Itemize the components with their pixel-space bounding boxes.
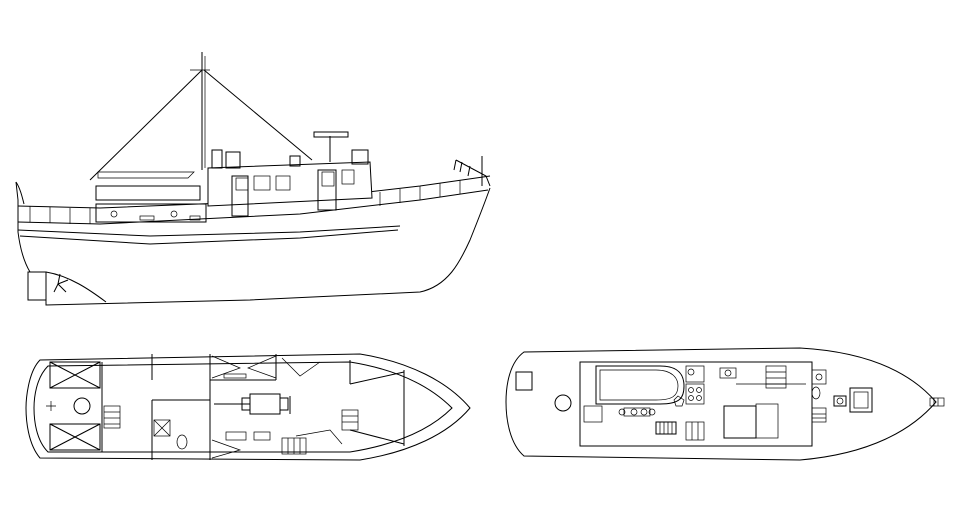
lower-hatch <box>73 397 91 415</box>
lower-tanks <box>211 355 343 459</box>
windlass-icon <box>833 395 847 407</box>
portholes <box>110 210 201 221</box>
helm-seat <box>655 421 677 435</box>
flybridge-console <box>351 149 369 165</box>
stay-aft <box>89 69 203 181</box>
deckhouse-lower <box>95 203 207 223</box>
saloon <box>579 361 813 447</box>
rubrail-line-2 <box>19 229 399 245</box>
gunwale-line-2 <box>17 189 489 225</box>
lower-stairs <box>103 405 359 455</box>
aft-cover-detail <box>97 171 195 179</box>
radar-antenna-icon <box>313 131 349 138</box>
saloon-seat <box>583 405 603 423</box>
helm-console <box>723 405 757 439</box>
dining-table <box>618 407 656 417</box>
boat-side-profile <box>15 52 491 306</box>
wheelhouse-door-2 <box>317 169 337 211</box>
main-stairs <box>685 365 787 441</box>
main-hatch <box>554 394 572 412</box>
bulwark-posts <box>29 180 461 224</box>
bollard-icon <box>46 401 56 411</box>
aft-cover <box>95 185 201 201</box>
main-deck-plan <box>505 347 945 461</box>
forward-hatch-inner <box>853 391 869 409</box>
stay-fore <box>203 69 313 161</box>
main-head <box>811 369 827 423</box>
aft-lockers <box>49 361 101 451</box>
wheelhouse-door <box>231 175 249 217</box>
rudder <box>27 271 47 301</box>
windlass-drum <box>836 397 844 405</box>
skeg-line <box>45 271 107 303</box>
galley <box>685 365 737 405</box>
sofa-inner <box>599 369 679 401</box>
funnel <box>225 151 241 169</box>
aft-hatch <box>515 371 533 391</box>
propeller-icon <box>53 273 69 293</box>
bow-pulpit <box>453 159 491 187</box>
vent-stack <box>211 149 223 169</box>
stern-curve <box>15 181 25 205</box>
lower-bulkheads <box>101 354 405 460</box>
main-hull-outline <box>505 347 937 461</box>
hull-outline <box>15 181 491 306</box>
forward-hatch <box>849 387 873 413</box>
helm-seat-lines <box>659 422 673 434</box>
engine-icon <box>214 393 291 415</box>
rubrail-line <box>17 225 401 237</box>
hexagon-fixture <box>673 395 685 407</box>
lower-deck-plan <box>25 353 471 461</box>
sofa <box>595 365 685 405</box>
chart-table <box>755 403 779 439</box>
lower-head <box>153 419 188 450</box>
lower-hull-inner <box>33 361 453 453</box>
lower-hull-outline <box>25 353 471 461</box>
deck-box <box>289 155 301 167</box>
bow-sprit <box>929 397 945 407</box>
